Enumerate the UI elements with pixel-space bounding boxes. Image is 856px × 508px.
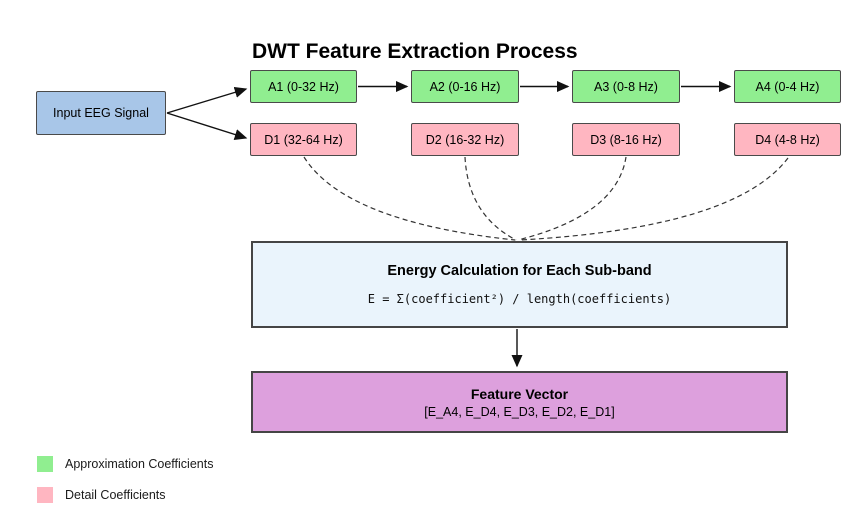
approx-box-a4-label: A4 (0-4 Hz) <box>755 79 820 94</box>
diagram-title: DWT Feature Extraction Process <box>252 40 578 63</box>
dashed-curve-d4-to-energy <box>519 157 789 241</box>
input-eeg-signal-label: Input EEG Signal <box>53 106 149 120</box>
detail-box-d3-label: D3 (8-16 Hz) <box>590 132 662 147</box>
detail-box-d4-label: D4 (4-8 Hz) <box>755 132 820 147</box>
energy-calculation-box: Energy Calculation for Each Sub-band E =… <box>251 241 788 328</box>
feature-vector-values: [E_A4, E_D4, E_D3, E_D2, E_D1] <box>424 404 615 419</box>
approx-box-a3-label: A3 (0-8 Hz) <box>594 79 658 94</box>
feature-vector-box: Feature Vector [E_A4, E_D4, E_D3, E_D2, … <box>251 371 788 433</box>
approx-box-a1: A1 (0-32 Hz) <box>250 70 357 103</box>
approx-box-a2-label: A2 (0-16 Hz) <box>429 79 501 94</box>
detail-box-d2: D2 (16-32 Hz) <box>411 123 519 156</box>
energy-formula: E = Σ(coefficient²) / length(coefficient… <box>367 292 672 306</box>
approximation-color-swatch <box>37 456 53 472</box>
approx-box-a1-label: A1 (0-32 Hz) <box>268 79 339 94</box>
approximation-legend-label: Approximation Coefficients <box>65 457 214 471</box>
energy-calculation-title: Energy Calculation for Each Sub-band <box>387 263 652 279</box>
approx-box-a4: A4 (0-4 Hz) <box>734 70 841 103</box>
detail-box-d3: D3 (8-16 Hz) <box>572 123 680 156</box>
arrow-input-to-a1 <box>166 86 248 114</box>
detail-color-swatch <box>37 487 53 503</box>
dashed-curve-d3-to-energy <box>517 156 627 241</box>
legend-item-detail: Detail Coefficients <box>37 487 166 503</box>
detail-legend-label: Detail Coefficients <box>65 488 166 502</box>
detail-box-d1: D1 (32-64 Hz) <box>250 123 357 156</box>
input-eeg-signal-box: Input EEG Signal <box>36 91 166 135</box>
dashed-curve-d2-to-energy <box>464 156 517 241</box>
legend-item-approximation: Approximation Coefficients <box>37 456 213 472</box>
detail-box-d1-label: D1 (32-64 Hz) <box>264 132 343 147</box>
arrow-input-to-d1 <box>166 112 248 140</box>
detail-box-d4: D4 (4-8 Hz) <box>734 123 841 156</box>
approx-box-a3: A3 (0-8 Hz) <box>572 70 680 103</box>
detail-box-d2-label: D2 (16-32 Hz) <box>425 132 505 147</box>
dashed-curve-d1-to-energy <box>303 156 516 241</box>
feature-vector-title: Feature Vector <box>470 385 569 402</box>
approx-box-a2: A2 (0-16 Hz) <box>411 70 519 103</box>
